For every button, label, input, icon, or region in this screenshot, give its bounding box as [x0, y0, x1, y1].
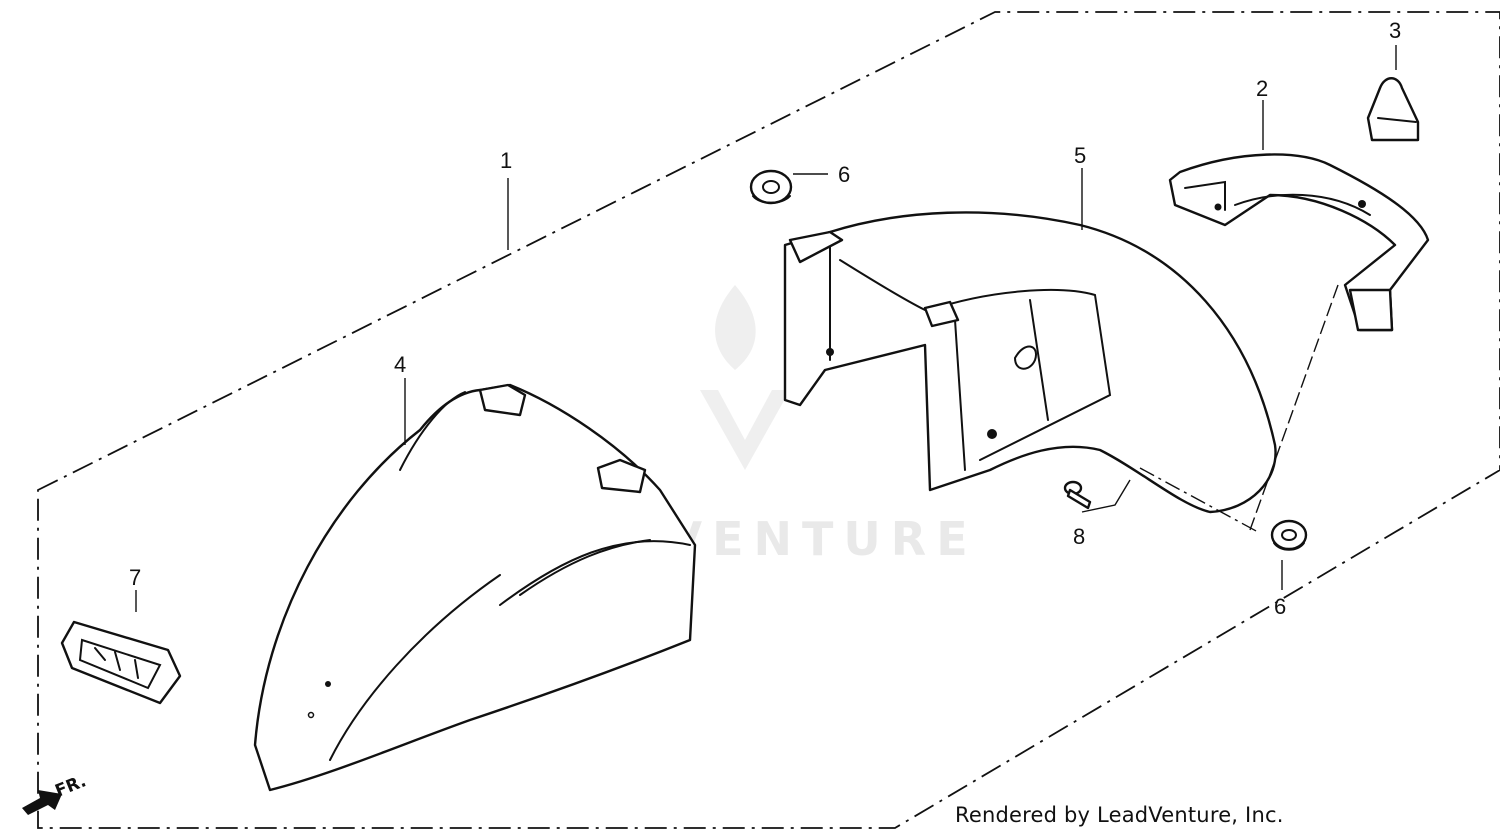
callout-6-upper: 6	[838, 162, 850, 187]
callout-5: 5	[1074, 143, 1086, 168]
callout-2: 2	[1256, 76, 1268, 101]
callout-6-lower: 6	[1274, 594, 1286, 619]
callout-1: 1	[500, 148, 512, 173]
callout-4: 4	[394, 352, 406, 377]
grab-rail-part-2[interactable]	[1168, 153, 1430, 332]
assembly-frame	[37, 11, 1500, 829]
cap-part-3[interactable]	[1366, 77, 1420, 142]
leader-lines	[135, 45, 1397, 612]
bolt-part-8[interactable]	[1063, 480, 1092, 510]
callout-3: 3	[1389, 18, 1401, 43]
front-fender-part-4[interactable]	[253, 383, 697, 792]
direction-label: FR.	[52, 771, 89, 801]
render-credit: Rendered by LeadVenture, Inc.	[955, 803, 1284, 827]
grommet-part-6-lower[interactable]	[1270, 519, 1308, 551]
reflector-part-7[interactable]	[60, 620, 182, 705]
rear-fender-part-5[interactable]	[783, 211, 1277, 514]
front-direction-arrow-icon: FR.	[22, 771, 89, 815]
callout-8: 8	[1073, 524, 1085, 549]
callout-7: 7	[129, 565, 141, 590]
grommet-part-6-upper[interactable]	[749, 169, 793, 205]
